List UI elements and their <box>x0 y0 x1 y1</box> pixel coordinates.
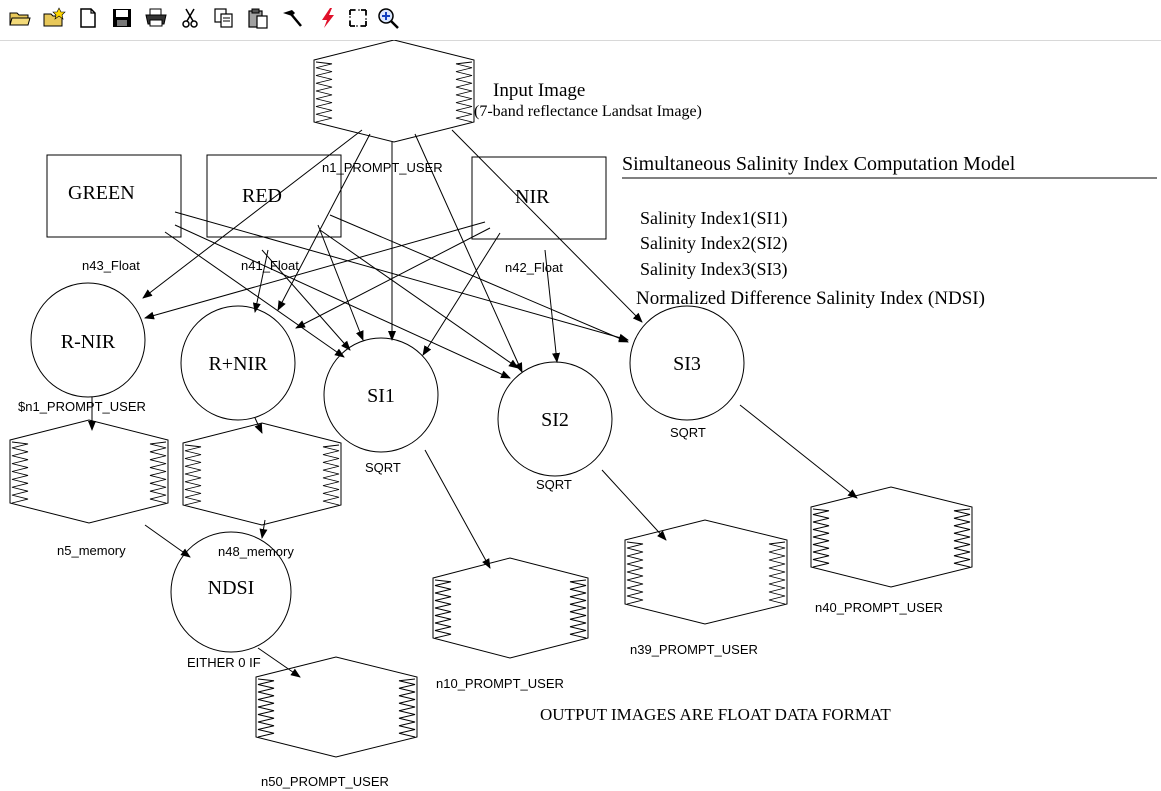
red-node-label: n41_Float <box>241 258 299 273</box>
zoom-in-icon[interactable] <box>376 6 400 30</box>
edge-red-to-si2 <box>319 229 519 369</box>
save-icon[interactable] <box>110 6 134 30</box>
edge-nir-to-si1 <box>422 232 501 356</box>
si3-label: SI3 <box>673 353 701 375</box>
toolbar <box>0 0 1161 41</box>
raster-zigzag-edge <box>953 508 971 568</box>
n50-raster-node[interactable] <box>255 656 418 758</box>
n39-raster-node[interactable] <box>624 519 788 625</box>
index-si2-label: Salinity Index2(SI2) <box>640 233 787 254</box>
n48-memory-label: n48_memory <box>218 544 294 559</box>
edge-n48-to-ndsi <box>259 519 268 539</box>
nir-node-label: n42_Float <box>505 260 563 275</box>
raster-zigzag-edge <box>398 678 416 738</box>
input-image-title: Input Image <box>493 80 585 101</box>
print-icon[interactable] <box>144 6 168 30</box>
r-plus-nir-label: R+NIR <box>208 353 268 375</box>
paste-icon[interactable] <box>246 6 270 30</box>
model-diagram: Input Image (7-band reflectance Landsat … <box>9 40 1157 789</box>
hammer-icon[interactable] <box>280 6 304 30</box>
edge-si2-to-n39 <box>601 469 667 541</box>
copy-icon[interactable] <box>212 6 236 30</box>
nir-scalar-box[interactable] <box>471 156 607 240</box>
edge-green-to-si1 <box>164 231 345 358</box>
edge-input-to-rnir <box>142 129 363 299</box>
edge-nir-to-si2 <box>544 249 561 363</box>
edge-red-to-rpnir <box>261 249 351 351</box>
input-node-label: n1_PROMPT_USER <box>322 160 443 175</box>
raster-zigzag-edge <box>626 541 644 605</box>
edge-input-to-rpnir <box>277 133 371 311</box>
si1-sub: SQRT <box>365 460 401 475</box>
green-node-label: n43_Float <box>82 258 140 273</box>
n50-node-label: n50_PROMPT_USER <box>261 774 389 789</box>
green-label: GREEN <box>68 182 135 204</box>
n39-node-label: n39_PROMPT_USER <box>630 642 758 657</box>
raster-zigzag-edge <box>768 541 786 605</box>
si3-sub: SQRT <box>670 425 706 440</box>
edge-rpnir-to-n48 <box>254 417 263 434</box>
si2-label: SI2 <box>541 409 569 431</box>
n10-raster-node[interactable] <box>432 557 589 659</box>
model-title: Simultaneous Salinity Index Computation … <box>622 153 1016 175</box>
n48-memory-raster-node[interactable] <box>182 422 342 526</box>
green-scalar-box[interactable] <box>46 154 182 238</box>
raster-zigzag-edge <box>257 678 275 738</box>
si3-function-node[interactable] <box>629 305 745 421</box>
edge-ndsi-to-n50 <box>257 647 301 678</box>
edge-red-to-si1 <box>317 224 364 341</box>
red-label: RED <box>242 185 282 207</box>
si1-function-node[interactable] <box>323 337 439 453</box>
output-footnote: OUTPUT IMAGES ARE FLOAT DATA FORMAT <box>540 705 891 724</box>
nir-label: NIR <box>515 186 550 208</box>
new-folder-icon[interactable] <box>42 6 66 30</box>
raster-zigzag-edge <box>11 441 29 504</box>
edge-green-to-si2 <box>174 224 511 379</box>
input-image-subtitle: (7-band reflectance Landsat Image) <box>474 103 702 120</box>
edge-si3-to-n40 <box>739 404 858 499</box>
raster-zigzag-edge <box>322 444 340 506</box>
index-ndsi-label: Normalized Difference Salinity Index (ND… <box>636 288 985 309</box>
raster-zigzag-edge <box>434 579 452 639</box>
r-nir-label: R-NIR <box>61 331 116 353</box>
n10-node-label: n10_PROMPT_USER <box>436 676 564 691</box>
si2-sub: SQRT <box>536 477 572 492</box>
edge-input-to-si2 <box>414 133 523 373</box>
index-si1-label: Salinity Index1(SI1) <box>640 208 787 229</box>
raster-zigzag-edge <box>569 579 587 639</box>
r-nir-sub: $n1_PROMPT_USER <box>18 399 146 414</box>
cut-icon[interactable] <box>178 6 202 30</box>
ndsi-label: NDSI <box>208 577 255 599</box>
r-nir-function-node[interactable] <box>30 282 146 398</box>
edge-si1-to-n10 <box>424 449 491 569</box>
n5-memory-raster-node[interactable] <box>9 419 169 524</box>
open-folder-icon[interactable] <box>8 6 32 30</box>
si1-label: SI1 <box>367 385 395 407</box>
edge-n5-to-ndsi <box>144 524 191 558</box>
n40-raster-node[interactable] <box>810 486 973 588</box>
n40-node-label: n40_PROMPT_USER <box>815 600 943 615</box>
run-lightning-icon[interactable] <box>316 6 340 30</box>
ndsi-sub: EITHER 0 IF <box>187 655 261 670</box>
edge-red-to-si3 <box>329 214 629 343</box>
raster-zigzag-edge <box>315 61 333 123</box>
edge-nir-to-rnir <box>144 221 486 320</box>
input-raster-node[interactable] <box>313 40 475 143</box>
raster-zigzag-edge <box>455 61 473 123</box>
raster-zigzag-edge <box>812 508 830 568</box>
edge-nir-to-rpnir <box>295 227 491 329</box>
fit-to-window-icon[interactable] <box>346 6 370 30</box>
index-si3-label: Salinity Index3(SI3) <box>640 259 787 280</box>
edge-red-to-rnir <box>252 249 269 313</box>
r-plus-nir-function-node[interactable] <box>180 305 296 421</box>
ndsi-function-node[interactable] <box>170 531 292 653</box>
new-document-icon[interactable] <box>76 6 100 30</box>
edge-input-to-si3 <box>451 129 643 323</box>
raster-zigzag-edge <box>184 444 202 506</box>
raster-zigzag-edge <box>149 441 167 504</box>
n5-memory-label: n5_memory <box>57 543 126 558</box>
red-scalar-box[interactable] <box>206 154 342 238</box>
